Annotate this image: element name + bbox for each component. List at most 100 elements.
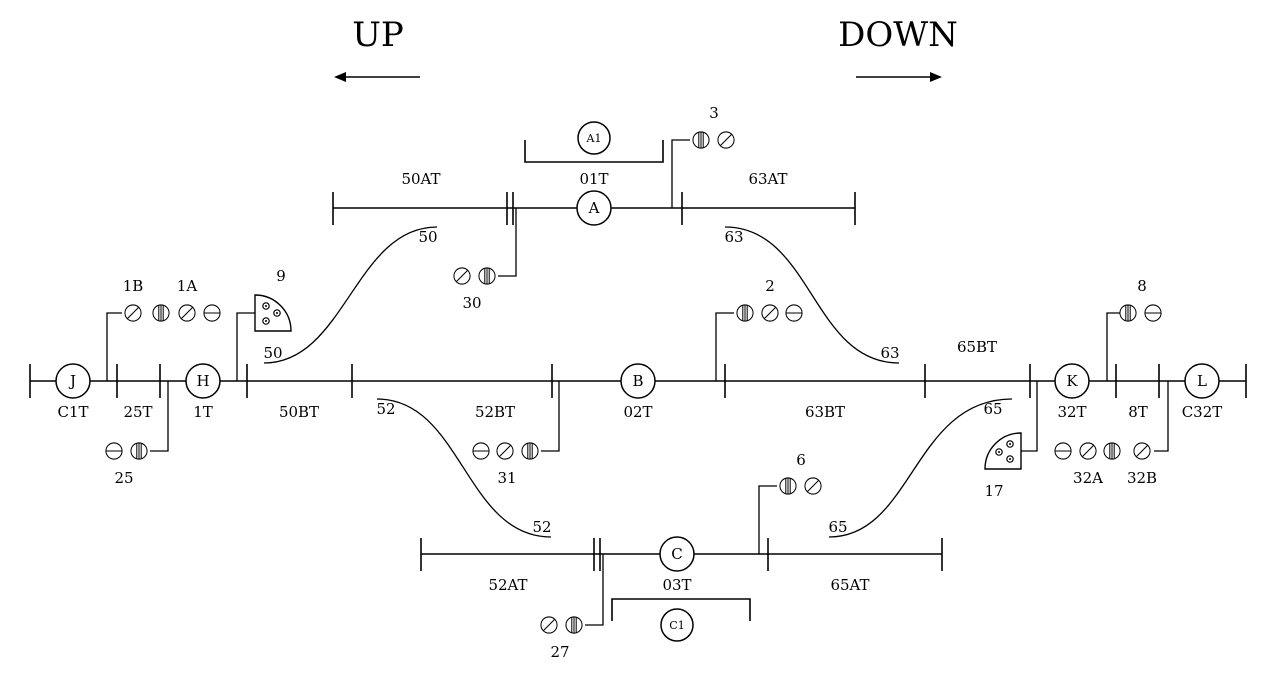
platform-c1 xyxy=(611,598,751,621)
signal-lamp-vertical-icon xyxy=(565,616,583,634)
signal-25[interactable]: 25 xyxy=(105,381,169,487)
signal-30-label: 30 xyxy=(462,294,481,312)
signal-lamp-slash-icon xyxy=(453,267,471,285)
signal-lamp-vertical-icon xyxy=(152,304,170,322)
track-c32t-label: C32T xyxy=(1182,403,1223,421)
switch-50-curve xyxy=(263,226,438,364)
signal-17-label: 17 xyxy=(984,482,1003,500)
signal-1a-label: 1A xyxy=(177,277,198,295)
station-k-node xyxy=(1054,363,1090,399)
track-02t-label: 02T xyxy=(623,403,652,421)
switch-65-curve xyxy=(828,398,1013,538)
track-1t-label: 1T xyxy=(193,403,213,421)
signal-3[interactable]: 3 xyxy=(671,104,735,208)
switch-52-bottom-label: 52 xyxy=(532,518,551,536)
signal-lamp-horizontal-icon xyxy=(105,442,123,460)
station-h-label: H xyxy=(196,372,209,390)
direction-up: UP xyxy=(334,15,420,82)
station-c-node xyxy=(659,536,695,572)
track-63at-label: 63AT xyxy=(748,170,787,188)
track-25t-label: 25T xyxy=(123,403,152,421)
track-52at-label: 52AT xyxy=(488,576,527,594)
signal-32a-32b[interactable]: 32A 32B xyxy=(1054,381,1169,487)
signal-27-label: 27 xyxy=(550,643,569,661)
signal-25-label: 25 xyxy=(114,469,133,487)
signal-32a-label: 32A xyxy=(1073,469,1103,487)
signal-lamp-horizontal-icon xyxy=(785,304,803,322)
signal-lamp-slash-icon xyxy=(717,131,735,149)
signal-lamp-horizontal-icon xyxy=(1144,304,1162,322)
signal-8-label: 8 xyxy=(1137,277,1147,295)
signal-27[interactable]: 27 xyxy=(540,554,604,661)
signal-lamp-vertical-icon xyxy=(779,477,797,495)
signal-2-post xyxy=(715,312,734,381)
signal-lamp-horizontal-icon xyxy=(1054,442,1072,460)
station-a-node xyxy=(576,190,612,226)
signal-6-post xyxy=(758,485,777,554)
signal-lamp-vertical-icon xyxy=(478,267,496,285)
switch-65: 65 65 xyxy=(828,398,1013,538)
station-c-label: C xyxy=(671,545,682,563)
station-j-node xyxy=(55,363,91,399)
station-b-label: B xyxy=(632,372,643,390)
switch-52: 52 52 xyxy=(376,398,552,538)
station-h-node xyxy=(185,363,221,399)
signal-6[interactable]: 6 xyxy=(758,451,822,554)
station-a1-label: A1 xyxy=(586,132,602,145)
shunt-signal-icon xyxy=(254,294,292,332)
shunt-lamp-dot xyxy=(998,451,1000,453)
signal-1b-1a[interactable]: 1B 1A xyxy=(106,277,221,381)
signal-31[interactable]: 31 xyxy=(472,381,560,487)
switch-52-top-label: 52 xyxy=(376,400,395,418)
signal-3-post xyxy=(671,139,690,208)
direction-up-label: UP xyxy=(352,15,404,55)
signal-31-label: 31 xyxy=(497,469,516,487)
shunt-signal-icon xyxy=(984,432,1022,470)
switch-50: 50 50 xyxy=(263,226,438,364)
switch-52-curve xyxy=(376,398,552,538)
signal-8[interactable]: 8 xyxy=(1106,277,1162,381)
signal-25-post xyxy=(150,381,169,452)
station-a-label: A xyxy=(588,199,600,217)
direction-down-label: DOWN xyxy=(838,15,958,55)
signal-lamp-slash-icon xyxy=(178,304,196,322)
track-65bt-label: 65BT xyxy=(957,338,997,356)
signal-32b-label: 32B xyxy=(1127,469,1157,487)
switch-65-top-label: 65 xyxy=(983,400,1002,418)
signal-8-post xyxy=(1106,312,1121,381)
middle-track: J H B K L C1T 25T 1T 50BT 52BT 02T 63BT … xyxy=(29,338,1247,421)
track-32t-label: 32T xyxy=(1057,403,1086,421)
track-c1t-label: C1T xyxy=(57,403,88,421)
signal-32a-32b-post xyxy=(1154,381,1169,452)
platform-a1 xyxy=(524,140,664,163)
signal-17[interactable]: 17 xyxy=(984,381,1038,500)
signal-9[interactable]: 9 xyxy=(236,267,292,381)
station-b-node xyxy=(620,363,656,399)
shunt-lamp-dot xyxy=(276,312,278,314)
switch-65-bottom-label: 65 xyxy=(828,518,847,536)
signal-6-label: 6 xyxy=(796,451,806,469)
signal-lamp-vertical-icon xyxy=(130,442,148,460)
signal-lamp-horizontal-icon xyxy=(472,442,490,460)
signal-30[interactable]: 30 xyxy=(453,208,517,312)
shunt-lamp-dot xyxy=(265,305,267,307)
switch-50-top-label: 50 xyxy=(418,228,437,246)
signal-lamp-vertical-icon xyxy=(692,131,710,149)
track-03t-label: 03T xyxy=(662,576,691,594)
signal-2-label: 2 xyxy=(765,277,775,295)
track-01t-label: 01T xyxy=(579,170,608,188)
signal-31-post xyxy=(541,381,560,452)
signal-30-post xyxy=(498,208,517,277)
shunt-lamp-dot xyxy=(1009,443,1011,445)
signal-lamp-slash-icon xyxy=(761,304,779,322)
signal-1b-1a-post xyxy=(106,312,122,381)
track-50bt-label: 50BT xyxy=(279,403,319,421)
signal-3-label: 3 xyxy=(709,104,719,122)
signal-2[interactable]: 2 xyxy=(715,277,803,381)
signal-27-post xyxy=(585,554,604,626)
signal-lamp-vertical-icon xyxy=(1103,442,1121,460)
station-c1-node xyxy=(660,608,694,642)
signal-9-label: 9 xyxy=(276,267,286,285)
signal-lamp-slash-icon xyxy=(124,304,142,322)
